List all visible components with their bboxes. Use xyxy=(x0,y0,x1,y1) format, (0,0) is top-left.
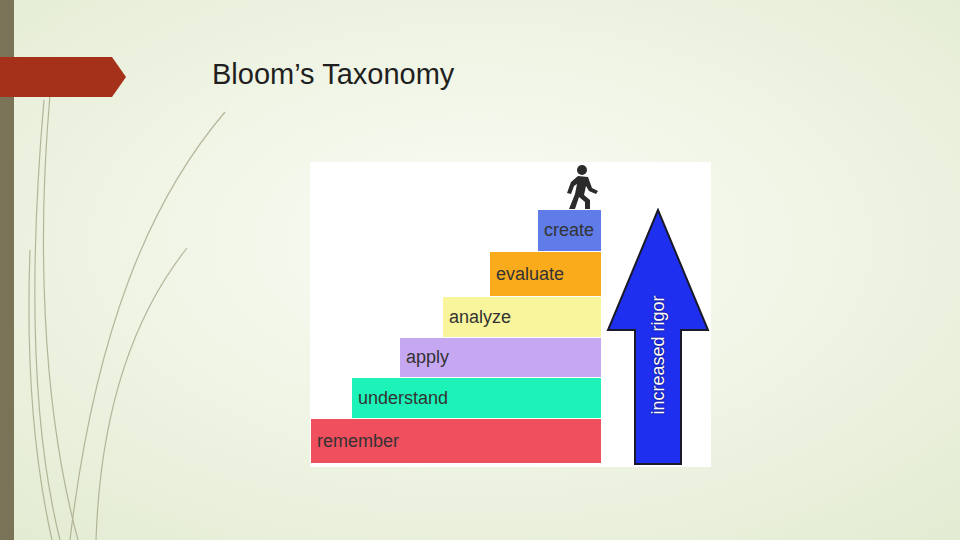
step-label: create xyxy=(538,210,594,251)
decor-curves xyxy=(29,95,225,540)
rigor-arrow: increased rigor xyxy=(606,208,710,466)
walking-person-icon xyxy=(567,165,598,209)
step-label: analyze xyxy=(443,297,511,337)
taxonomy-step: understand xyxy=(352,378,601,418)
taxonomy-step: evaluate xyxy=(490,252,601,296)
taxonomy-step: apply xyxy=(400,338,601,377)
slide-title: Bloom’s Taxonomy xyxy=(212,58,454,91)
image-panel xyxy=(310,162,711,467)
step-label: understand xyxy=(352,378,448,418)
arrow-label: increased rigor xyxy=(648,296,669,415)
taxonomy-step: analyze xyxy=(443,297,601,337)
title-tab xyxy=(0,57,126,97)
step-label: remember xyxy=(311,419,399,463)
arrow-outline xyxy=(608,210,708,464)
taxonomy-step: remember xyxy=(311,419,601,463)
step-label: evaluate xyxy=(490,252,564,296)
taxonomy-step: create xyxy=(538,210,601,251)
step-label: apply xyxy=(400,338,449,377)
